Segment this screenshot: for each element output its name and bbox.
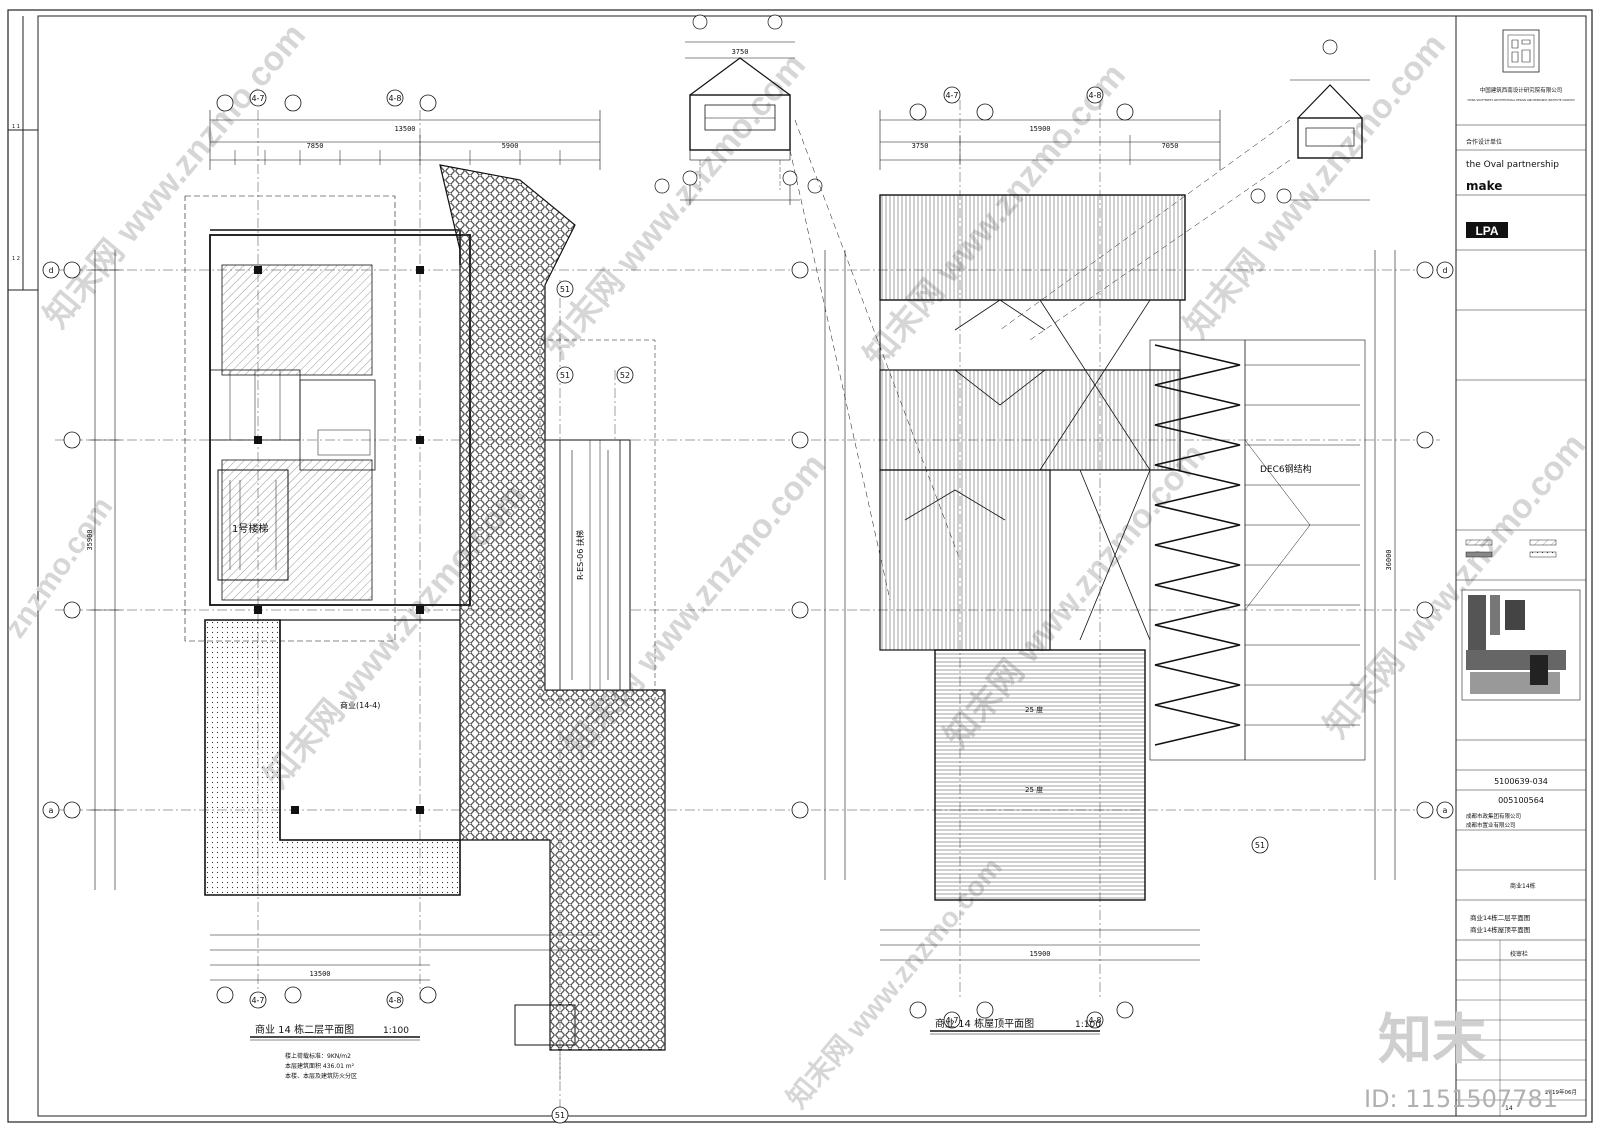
axis-a-left: a xyxy=(49,806,54,815)
section-1-bubbles xyxy=(654,14,823,194)
svg-text:知末网 www.znzmo.com: 知末网 www.znzmo.com xyxy=(537,46,813,365)
right-plan-title-text: 商业 14 栋屋顶平面图 xyxy=(935,1017,1034,1030)
roof-axis-4-7-bottom: 4-7 xyxy=(945,1016,958,1025)
axis-4-8-top: 4-8 xyxy=(388,94,401,103)
roof-axis-4-8-bottom: 4-8 xyxy=(1088,1016,1101,1025)
cert-no: 005100564 xyxy=(1498,796,1544,805)
right-axis-bubbles xyxy=(791,86,1454,1029)
client-1: 成都市政集团有限公司 xyxy=(1466,812,1521,820)
partner-label: 合作设计单位 xyxy=(1466,138,1502,146)
section-detail-1 xyxy=(680,41,800,205)
key-plan xyxy=(1461,589,1581,701)
dim-right-top-b: 7050 xyxy=(1162,142,1179,150)
watermark-brand: 知末 ID: 1151507781 xyxy=(1364,1008,1558,1113)
dim-left-bottom-total: 13500 xyxy=(309,970,330,978)
section-2-bubbles xyxy=(1250,39,1338,204)
axis-52: 52 xyxy=(620,371,630,380)
left-axis-labels: 4-7 4-8 4-7 4-8 d a 51 51 52 51 xyxy=(48,94,630,1120)
right-axis-labels: 4-7 4-8 4-7 4-8 d a 51 xyxy=(945,91,1447,1025)
sec1-width: 3750 xyxy=(732,48,749,56)
dim-right-top-total: 15900 xyxy=(1029,125,1050,133)
right-plan-title: 商业 14 栋屋顶平面图 1:100 xyxy=(930,1017,1101,1035)
review-label: 校审栏 xyxy=(1510,950,1528,958)
legend-swatches xyxy=(1465,539,1557,558)
partner-3: LPA xyxy=(1475,224,1498,238)
svg-text:1 1: 1 1 xyxy=(12,124,20,130)
right-plan-scale: 1:100 xyxy=(1075,1020,1101,1030)
note-3: 本楼、本层及建筑防火分区 xyxy=(285,1072,357,1080)
watermark-brand-text: 知末 xyxy=(1378,1008,1486,1071)
dim-right-vert-total: 36000 xyxy=(1385,549,1393,570)
title-block xyxy=(1455,15,1587,1117)
axis-51: 51 xyxy=(560,371,570,380)
watermark-id: ID: 1151507781 xyxy=(1364,1085,1558,1113)
axis-4-8-bottom: 4-8 xyxy=(388,996,401,1005)
left-plan-title-text: 商业 14 栋二层平面图 xyxy=(255,1023,354,1036)
sub-project: 商业14栋 xyxy=(1510,882,1536,890)
svg-text:znzmo.com: znzmo.com xyxy=(0,491,119,644)
axis-51-upper: 51 xyxy=(560,285,570,294)
left-axis-bubbles xyxy=(42,89,634,1124)
partner-2: make xyxy=(1466,179,1502,193)
roof-axis-a-right: a xyxy=(1443,806,1448,815)
client-2: 成都市置业有限公司 xyxy=(1466,821,1516,829)
roof-slope-label: 25 度 xyxy=(1025,705,1043,714)
institute-logo xyxy=(1502,29,1540,73)
dim-left-vert-total: 35900 xyxy=(86,529,94,550)
roof-slope-label-2: 25 度 xyxy=(1025,785,1043,794)
section-detail-2 xyxy=(1290,79,1370,201)
left-dimensions: 13500 7850 5900 13500 35900 xyxy=(86,125,518,978)
left-plan-scale: 1:100 xyxy=(383,1026,409,1036)
svg-text:1 2: 1 2 xyxy=(12,256,20,262)
institute-name-cn: 中国建筑西南设计研究院有限公司 xyxy=(1480,86,1563,94)
left-room-labels: 1号楼梯 商业(14-4) R-ES-06 扶梯 xyxy=(232,522,585,710)
dim-right-top-a: 3750 xyxy=(912,142,929,150)
lpa-logo: LPA xyxy=(1466,222,1508,238)
left-plan-title: 商业 14 栋二层平面图 1:100 楼上荷载标准：9KN/m2 本层建筑面积 … xyxy=(250,1023,420,1080)
right-roof-labels: DEC6钢结构 25 度 25 度 xyxy=(1025,463,1312,794)
right-roof-plan xyxy=(824,100,1440,1000)
dim-left-top-total: 13500 xyxy=(394,125,415,133)
axis-4-7-top: 4-7 xyxy=(251,94,264,103)
truss-label: DEC6钢结构 xyxy=(1260,463,1312,475)
sheet-number: 14 xyxy=(1505,1105,1513,1112)
drawing-title-1: 商业14栋二层平面图 xyxy=(1470,913,1530,922)
axis-51-bottom: 51 xyxy=(555,1111,565,1120)
note-1: 楼上荷载标准：9KN/m2 xyxy=(285,1052,351,1060)
right-dimensions: 15900 3750 7050 15900 36000 xyxy=(912,125,1393,958)
svg-text:知末网 www.znzmo.com: 知末网 www.znzmo.com xyxy=(1177,26,1453,345)
roof-axis-51: 51 xyxy=(1255,841,1265,850)
roof-axis-4-8-top: 4-8 xyxy=(1088,91,1101,100)
axis-d-left: d xyxy=(48,266,53,275)
institute-name-en: CHINA SOUTHWEST ARCHITECTURAL DESIGN AND… xyxy=(1467,98,1574,102)
partner-1: the Oval partnership xyxy=(1466,160,1559,170)
room-label: 商业(14-4) xyxy=(340,700,380,710)
left-floor-plan xyxy=(55,110,860,1115)
dim-left-top-a: 7850 xyxy=(307,142,324,150)
drawing-title-2: 商业14栋屋顶平面图 xyxy=(1470,925,1530,934)
dim-right-bottom-total: 15900 xyxy=(1029,950,1050,958)
project-code: 5100639-034 xyxy=(1494,777,1548,786)
stair-label: 1号楼梯 xyxy=(232,522,268,535)
sheet-date: 2019年06月 xyxy=(1545,1088,1577,1096)
note-2: 本层建筑面积 436.01 m² xyxy=(285,1062,355,1070)
roof-axis-4-7-top: 4-7 xyxy=(945,91,958,100)
left-strip-marks: 1 1 1 2 xyxy=(12,124,20,262)
roof-axis-d-right: d xyxy=(1442,266,1447,275)
axis-4-7-bottom: 4-7 xyxy=(251,996,264,1005)
escalator-label: R-ES-06 扶梯 xyxy=(575,530,585,580)
dim-left-top-b: 5900 xyxy=(502,142,519,150)
